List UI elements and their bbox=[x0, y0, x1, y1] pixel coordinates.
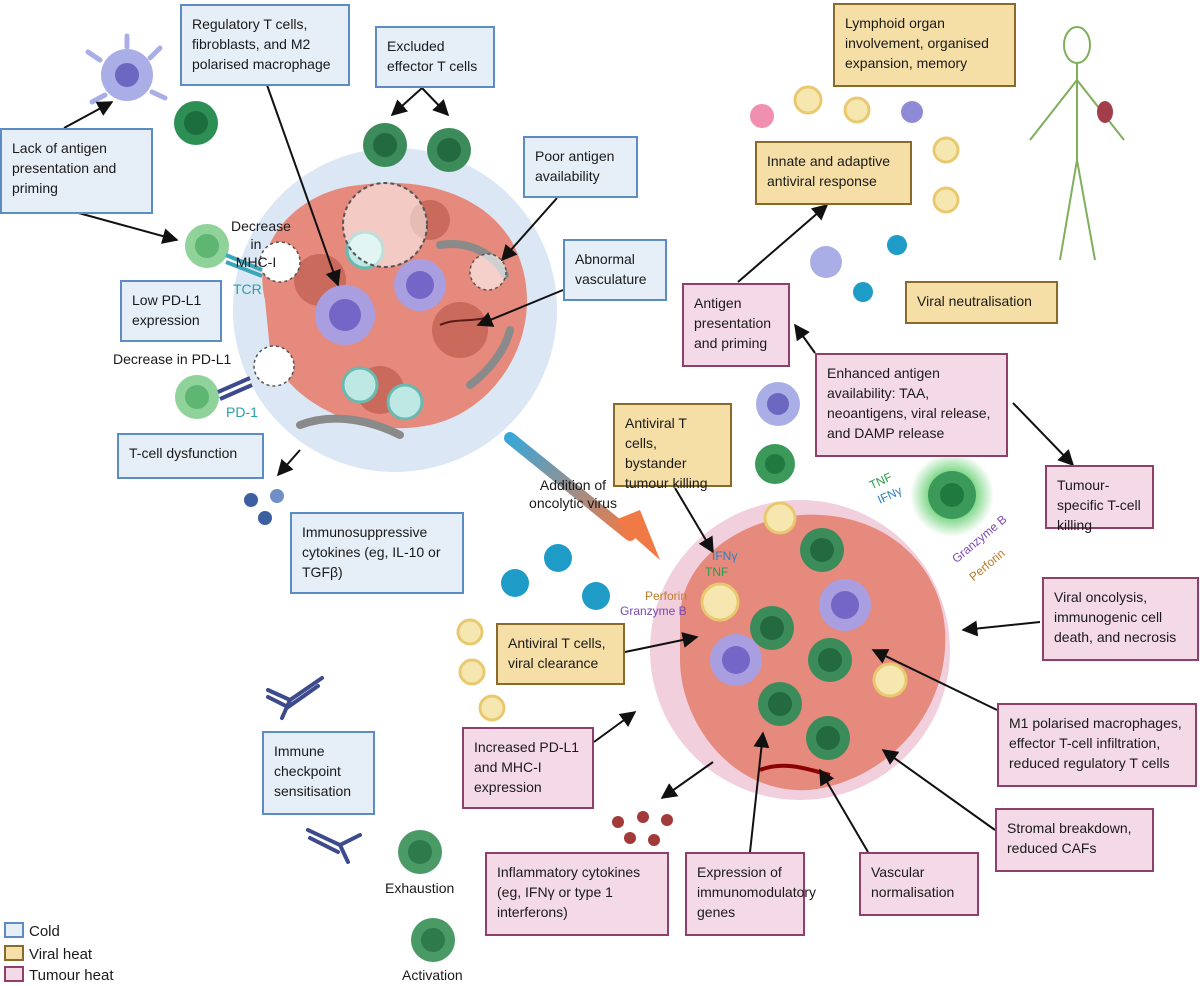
transition-arrow bbox=[504, 432, 660, 560]
increased-pdl1-box: Increased PD-L1 and MHC-I expression bbox=[462, 727, 594, 809]
pd1-label: PD-1 bbox=[226, 404, 258, 420]
activation-label: Activation bbox=[402, 967, 463, 983]
enhanced-antigen-box: Enhanced antigen availability: TAA, neoa… bbox=[815, 353, 1008, 457]
immunosuppressive-box: Immunosuppressive cytokines (eg, IL-10 o… bbox=[290, 512, 464, 594]
antibody-icon bbox=[266, 676, 362, 864]
innate-adaptive-box: Innate and adaptive antiviral response bbox=[755, 141, 912, 205]
stromal-breakdown-box: Stromal breakdown, reduced CAFs bbox=[995, 808, 1154, 872]
decrease-pdl1-label: Decrease in PD-L1 bbox=[113, 351, 232, 367]
immunomodulatory-genes-box: Expression of immunomodulatory genes bbox=[685, 852, 816, 936]
legend-heat: Tumour heat bbox=[4, 966, 114, 986]
virus-icon bbox=[501, 235, 907, 610]
yellow-cells-icon bbox=[456, 85, 960, 722]
granzyme-left-label: Granzyme B bbox=[620, 604, 687, 618]
cytokine-dots-icon bbox=[244, 489, 284, 525]
lymphoid-organ-box: Lymphoid organ involvement, organised ex… bbox=[833, 3, 1016, 87]
ifng-left-label: IFNγ bbox=[712, 549, 738, 563]
lack-antigen-box: Lack of antigen presentation and priming bbox=[0, 128, 153, 214]
tcr-receptor-icon bbox=[217, 253, 263, 401]
addition-label: Addition of oncolytic virus bbox=[529, 477, 617, 511]
decrease-mhc-label: Decrease in MHC-I bbox=[231, 218, 291, 270]
tnf-left-label: TNF bbox=[705, 565, 729, 579]
inflammatory-dots-icon bbox=[612, 811, 673, 846]
connector-arrows bbox=[63, 84, 1075, 853]
t-cell-icon bbox=[174, 101, 471, 419]
cold-tumour bbox=[233, 148, 557, 472]
legend-heat-swatch bbox=[4, 966, 24, 982]
legend-cold-swatch bbox=[4, 922, 24, 938]
legend-viral: Viral heat bbox=[4, 945, 92, 965]
vascular-normalisation-box: Vascular normalisation bbox=[859, 852, 979, 916]
exhaustion-cell-icon bbox=[398, 830, 442, 874]
tcr-label: TCR bbox=[233, 281, 262, 297]
activation-cell-icon bbox=[411, 918, 455, 962]
viral-oncolysis-box: Viral oncolysis, immunogenic cell death,… bbox=[1042, 577, 1199, 661]
antigen-presentation-box: Antigen presentation and priming bbox=[682, 283, 790, 367]
checkpoint-box: Immune checkpoint sensitisation bbox=[262, 731, 375, 815]
abnormal-vasculature-box: Abnormal vasculature bbox=[563, 239, 667, 301]
legend-heat-label: Tumour heat bbox=[29, 967, 114, 984]
tumour-specific-killing-box: Tumour-specific T-cell killing bbox=[1045, 465, 1154, 533]
bystander-killing-box: Antiviral T cells, bystander tumour kill… bbox=[613, 403, 732, 491]
viral-neutralisation-box: Viral neutralisation bbox=[905, 281, 1058, 324]
legend-cold-label: Cold bbox=[29, 923, 60, 940]
t-cell-dysfunction-box: T-cell dysfunction bbox=[117, 433, 264, 479]
legend-viral-label: Viral heat bbox=[29, 946, 93, 963]
antigen-presenting-cell-icon bbox=[755, 382, 800, 484]
inflammatory-cytokines-box: Inflammatory cytokines (eg, IFNγ or type… bbox=[485, 852, 669, 936]
excluded-effector-box: Excluded effector T cells bbox=[375, 26, 495, 88]
exhaustion-label: Exhaustion bbox=[385, 880, 455, 896]
hot-tumour bbox=[650, 500, 950, 800]
m1-macrophages-box: M1 polarised macrophages, effector T-cel… bbox=[997, 703, 1197, 787]
green-glow-t-cell-icon bbox=[910, 453, 994, 537]
low-pdl1-box: Low PD-L1 expression bbox=[120, 280, 222, 342]
dendritic-cell-icon bbox=[85, 33, 168, 105]
legend-viral-swatch bbox=[4, 945, 24, 961]
poor-antigen-box: Poor antigen availability bbox=[523, 136, 638, 198]
viral-clearance-box: Antiviral T cells, viral clearance bbox=[496, 623, 625, 685]
regulatory-t-cells-box: Regulatory T cells, fibroblasts, and M2 … bbox=[180, 4, 350, 86]
perforin-left-label: Perforin bbox=[645, 589, 688, 603]
lymphoid-figure-icon bbox=[1029, 26, 1125, 261]
legend-cold: Cold bbox=[4, 922, 60, 942]
